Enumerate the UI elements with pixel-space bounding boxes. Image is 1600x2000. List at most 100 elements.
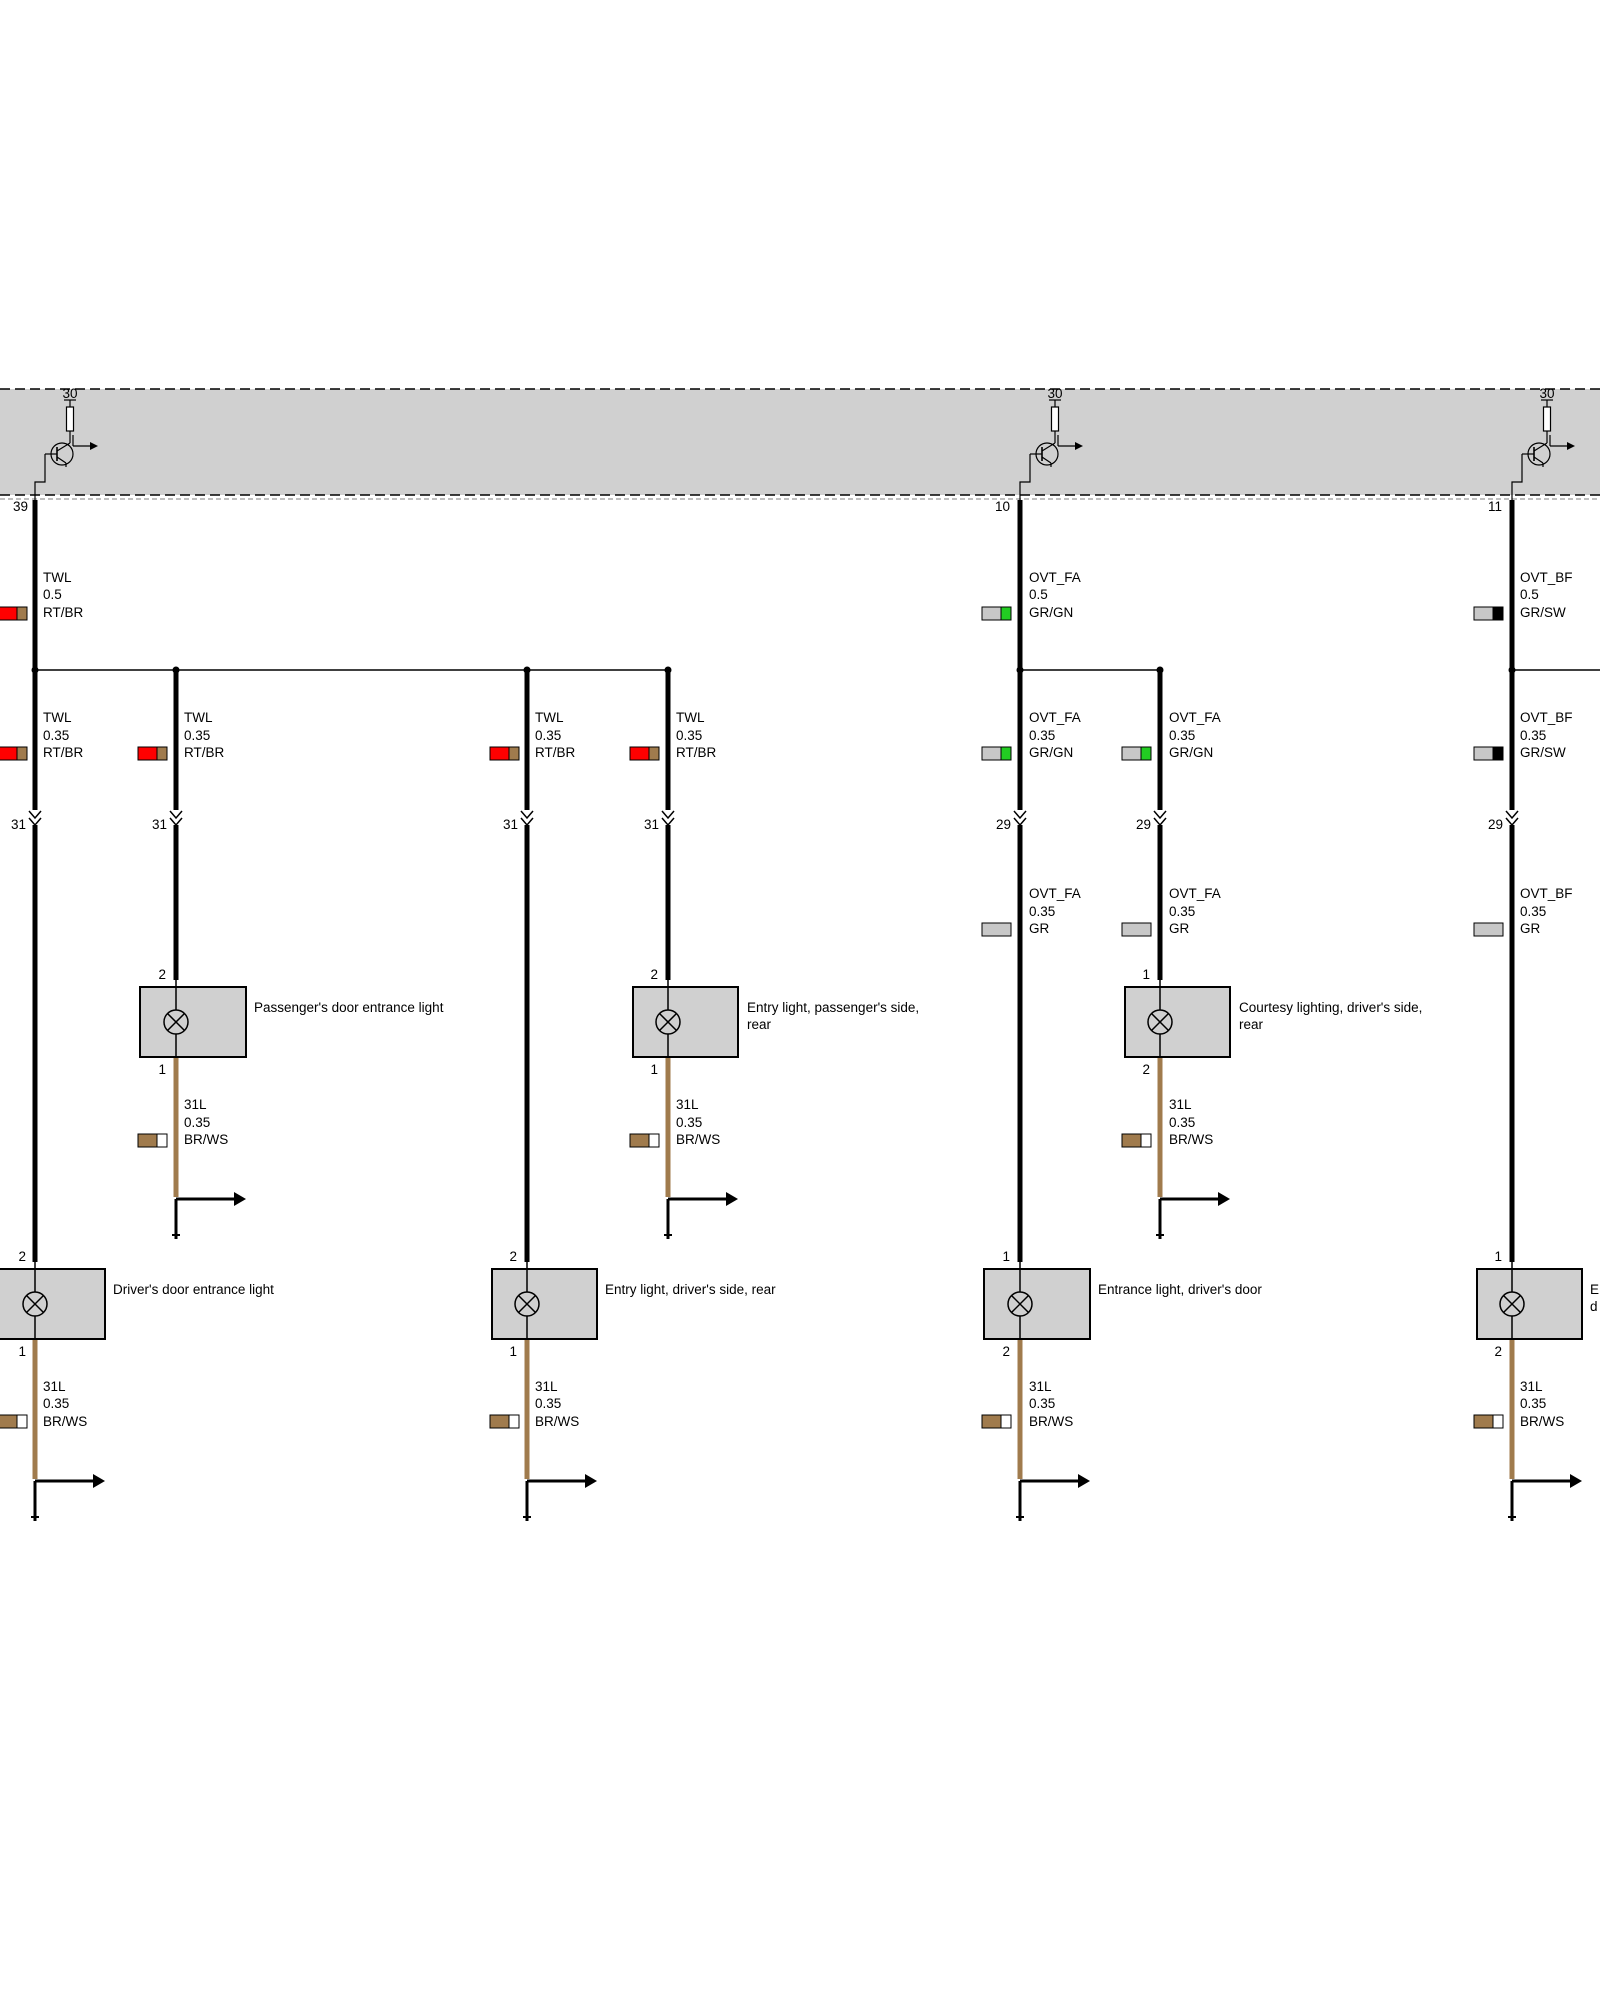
svg-text:31L: 31L — [676, 1097, 699, 1112]
label-ovt-bf-main: OVT_BF 0.5 GR/SW — [1520, 570, 1573, 620]
swatch-br-ws — [981, 1414, 1012, 1429]
svg-text:31: 31 — [503, 817, 518, 832]
svg-text:0.35: 0.35 — [1029, 904, 1055, 919]
label-ovt-fa-branch: OVT_FA 0.35 GR/GN — [1169, 710, 1221, 760]
svg-text:RT/BR: RT/BR — [43, 745, 84, 760]
svg-text:Passenger's door entrance ligh: Passenger's door entrance light — [254, 1000, 444, 1015]
svg-text:0.35: 0.35 — [184, 728, 210, 743]
label-ground: 31L 0.35 BR/WS — [1169, 1097, 1213, 1147]
label-ground: 31L 0.35 BR/WS — [1029, 1379, 1073, 1429]
svg-text:GR/GN: GR/GN — [1029, 605, 1073, 620]
svg-text:1: 1 — [18, 1344, 26, 1359]
swatch-gr-gn — [1121, 746, 1152, 761]
svg-text:1: 1 — [1142, 967, 1150, 982]
output-driver-ovt-fa: 30 — [1029, 386, 1084, 472]
label-twl-main: TWL 0.5 RT/BR — [43, 570, 84, 620]
swatch-gr — [1121, 922, 1152, 937]
swatch-gr — [1473, 922, 1504, 937]
supply-label-30: 30 — [1047, 386, 1062, 401]
component-passenger-door-entrance-light: 2 1 Passenger's door entrance light — [139, 967, 444, 1077]
svg-text:1: 1 — [158, 1062, 166, 1077]
component-driver-door-entrance-light: 2 1 Driver's door entrance light — [0, 1249, 274, 1359]
svg-text:0.5: 0.5 — [43, 587, 62, 602]
svg-text:29: 29 — [1136, 817, 1151, 832]
svg-text:RT/BR: RT/BR — [43, 605, 84, 620]
svg-text:0.35: 0.35 — [676, 728, 702, 743]
label-ground: 31L 0.35 BR/WS — [1520, 1379, 1564, 1429]
svg-text:GR/GN: GR/GN — [1029, 745, 1073, 760]
label-ovt-fa-lower: OVT_FA 0.35 GR — [1029, 886, 1081, 936]
svg-text:1: 1 — [650, 1062, 658, 1077]
svg-text:GR/SW: GR/SW — [1520, 745, 1566, 760]
svg-text:Entry light, passenger's side,: Entry light, passenger's side, — [747, 1000, 919, 1015]
swatch-gr — [981, 922, 1012, 937]
svg-text:29: 29 — [1488, 817, 1503, 832]
supply-label-30: 30 — [62, 386, 77, 401]
svg-text:BR/WS: BR/WS — [535, 1414, 579, 1429]
svg-text:rear: rear — [1239, 1017, 1264, 1032]
svg-text:1: 1 — [1494, 1249, 1502, 1264]
swatch-gr-sw — [1473, 746, 1504, 761]
svg-text:OVT_FA: OVT_FA — [1029, 710, 1081, 725]
swatch-rt-br — [137, 746, 168, 761]
component-entry-light-driver-rear: 2 1 Entry light, driver's side, rear — [491, 1249, 776, 1359]
svg-text:OVT_FA: OVT_FA — [1169, 886, 1221, 901]
svg-text:GR/SW: GR/SW — [1520, 605, 1566, 620]
svg-text:0.35: 0.35 — [1520, 1396, 1546, 1411]
swatch-br-ws — [629, 1133, 660, 1148]
svg-text:2: 2 — [158, 967, 166, 982]
svg-text:31L: 31L — [1520, 1379, 1543, 1394]
ground-arrow — [28, 1472, 107, 1523]
component-entry-light-passenger-rear: 2 1 Entry light, passenger's side, rear — [632, 967, 919, 1077]
svg-text:2: 2 — [1494, 1344, 1502, 1359]
svg-text:BR/WS: BR/WS — [184, 1132, 228, 1147]
svg-text:BR/WS: BR/WS — [43, 1414, 87, 1429]
svg-text:GR/GN: GR/GN — [1169, 745, 1213, 760]
swatch-gr-gn — [981, 606, 1012, 621]
label-ovt-fa-branch: OVT_FA 0.35 GR/GN — [1029, 710, 1081, 760]
svg-text:0.35: 0.35 — [1520, 904, 1546, 919]
svg-text:2: 2 — [18, 1249, 26, 1264]
ground-arrow — [169, 1190, 248, 1241]
svg-text:TWL: TWL — [43, 710, 72, 725]
svg-text:RT/BR: RT/BR — [676, 745, 717, 760]
svg-text:31: 31 — [11, 817, 26, 832]
svg-text:d: d — [1590, 1299, 1598, 1314]
label-ground: 31L 0.35 BR/WS — [43, 1379, 87, 1429]
swatch-br-ws — [1121, 1133, 1152, 1148]
wire-labels: TWL 0.5 RT/BR TWL 0.35 RT/BR TWL 0.35 RT… — [43, 570, 1573, 1429]
swatch-rt-br — [0, 606, 28, 621]
svg-text:31L: 31L — [1029, 1379, 1052, 1394]
module-body — [0, 389, 1600, 495]
svg-text:0.35: 0.35 — [1029, 1396, 1055, 1411]
svg-text:0.35: 0.35 — [535, 1396, 561, 1411]
label-ovt-fa-main: OVT_FA 0.5 GR/GN — [1029, 570, 1081, 620]
output-driver-twl: 30 — [44, 386, 99, 472]
swatch-br-ws — [137, 1133, 168, 1148]
svg-text:TWL: TWL — [535, 710, 564, 725]
wires — [28, 500, 1600, 1523]
svg-text:BR/WS: BR/WS — [1520, 1414, 1564, 1429]
svg-text:0.35: 0.35 — [1169, 904, 1195, 919]
svg-text:0.35: 0.35 — [1520, 728, 1546, 743]
svg-text:0.35: 0.35 — [43, 1396, 69, 1411]
svg-text:TWL: TWL — [43, 570, 72, 585]
supply-label-30: 30 — [1539, 386, 1554, 401]
svg-text:31L: 31L — [1169, 1097, 1192, 1112]
label-ovt-bf-branch: OVT_BF 0.35 GR/SW — [1520, 710, 1573, 760]
svg-text:BR/WS: BR/WS — [1029, 1414, 1073, 1429]
svg-text:0.35: 0.35 — [184, 1115, 210, 1130]
svg-text:Entry light, driver's side, re: Entry light, driver's side, rear — [605, 1282, 776, 1297]
svg-text:2: 2 — [1002, 1344, 1010, 1359]
svg-text:31L: 31L — [535, 1379, 558, 1394]
label-twl-branch: TWL 0.35 RT/BR — [676, 710, 717, 760]
wire-color-swatches — [0, 606, 1504, 1429]
output-driver-ovt-bf: 30 — [1521, 386, 1576, 472]
swatch-gr-gn — [981, 746, 1012, 761]
label-ground: 31L 0.35 BR/WS — [676, 1097, 720, 1147]
svg-text:31L: 31L — [43, 1379, 66, 1394]
svg-text:GR: GR — [1029, 921, 1050, 936]
ground-arrow — [661, 1190, 740, 1241]
svg-text:0.35: 0.35 — [676, 1115, 702, 1130]
